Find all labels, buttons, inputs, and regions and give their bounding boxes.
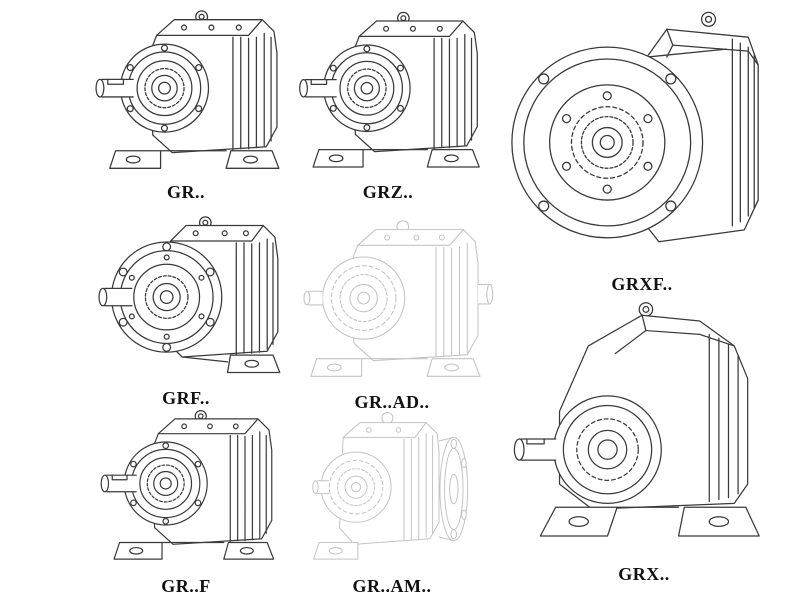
gearbox-drawing-gr-f	[88, 406, 284, 572]
model-label-gr-f: GR..F	[161, 576, 211, 596]
gearbox-drawing-grf	[88, 212, 284, 386]
gearbox-drawing-gr	[88, 6, 284, 182]
model-label-gr: GR..	[167, 182, 205, 202]
model-label-grxf: GRXF..	[611, 274, 673, 294]
gearbox-drawing-grx	[494, 296, 794, 560]
gearbox-drawing-gr-am	[288, 406, 496, 572]
model-label-gr-ad: GR..AD..	[354, 392, 430, 412]
gearbox-drawing-gr-ad	[288, 214, 496, 390]
model-label-grz: GRZ..	[362, 182, 414, 202]
gearbox-drawing-grz	[292, 6, 484, 182]
model-label-grf: GRF..	[162, 388, 210, 408]
model-label-gr-am: GR..AM..	[352, 576, 432, 596]
model-label-grx: GRX..	[618, 564, 670, 584]
gearbox-drawing-grxf	[498, 4, 786, 270]
